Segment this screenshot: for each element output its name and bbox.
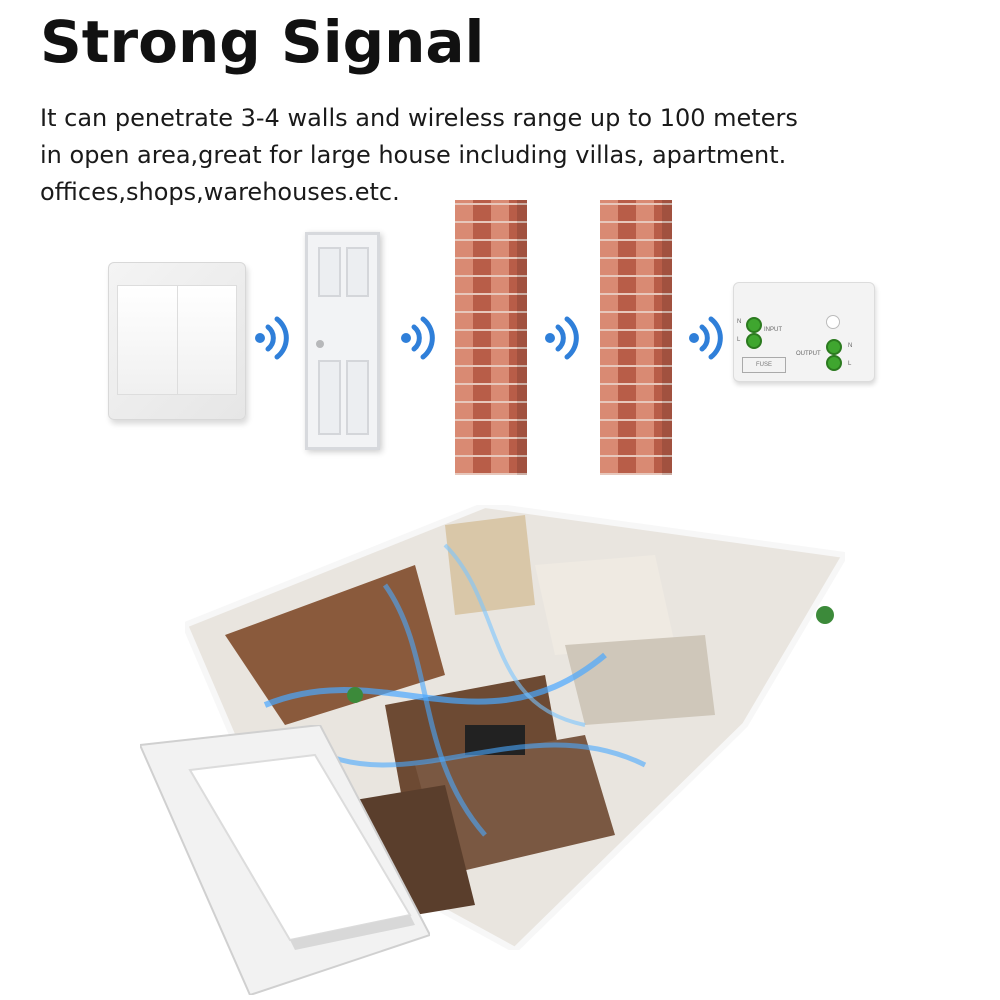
wifi-signal-icon: [689, 316, 723, 360]
receiver-image: INPUT N L OUTPUT N L FUSE: [733, 282, 875, 382]
wifi-signal-icon: [255, 316, 289, 360]
description-line: offices,shops,warehouses.etc.: [40, 178, 400, 206]
wall-switch-image: [108, 262, 246, 420]
description: It can penetrate 3-4 walls and wireless …: [40, 100, 800, 211]
door-image: [305, 232, 380, 450]
description-line: in open area,great for large house inclu…: [40, 141, 787, 169]
wifi-signal-icon: [545, 316, 579, 360]
brick-wall-image: [600, 200, 672, 475]
wall-switch-foreground-image: [140, 725, 430, 995]
brick-wall-image: [455, 200, 527, 475]
page-title: Strong Signal: [40, 8, 485, 76]
wifi-signal-icon: [401, 316, 435, 360]
description-line: It can penetrate 3-4 walls and wireless …: [40, 104, 798, 132]
